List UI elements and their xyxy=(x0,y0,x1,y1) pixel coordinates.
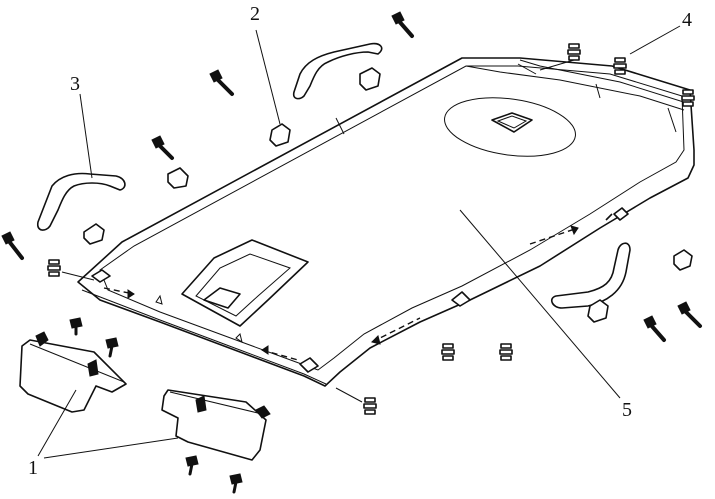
grab-handle-top xyxy=(292,42,383,100)
grab-handle-left xyxy=(36,172,126,231)
screw-parts xyxy=(1,11,702,494)
grab-handle-right xyxy=(550,242,631,309)
callout-4: 4 xyxy=(682,9,692,31)
push-clip-parts xyxy=(47,43,695,415)
callout-1: 1 xyxy=(28,457,38,479)
callout-labels: 1 2 3 4 5 xyxy=(28,3,692,479)
leader-lines xyxy=(37,25,681,459)
callout-2: 2 xyxy=(250,3,260,25)
callout-3: 3 xyxy=(70,73,80,95)
sun-visor-left xyxy=(19,331,127,413)
callout-5: 5 xyxy=(622,399,632,421)
sun-visor-right xyxy=(161,389,271,461)
clip-parts xyxy=(83,67,693,323)
headliner-panel xyxy=(77,57,695,387)
